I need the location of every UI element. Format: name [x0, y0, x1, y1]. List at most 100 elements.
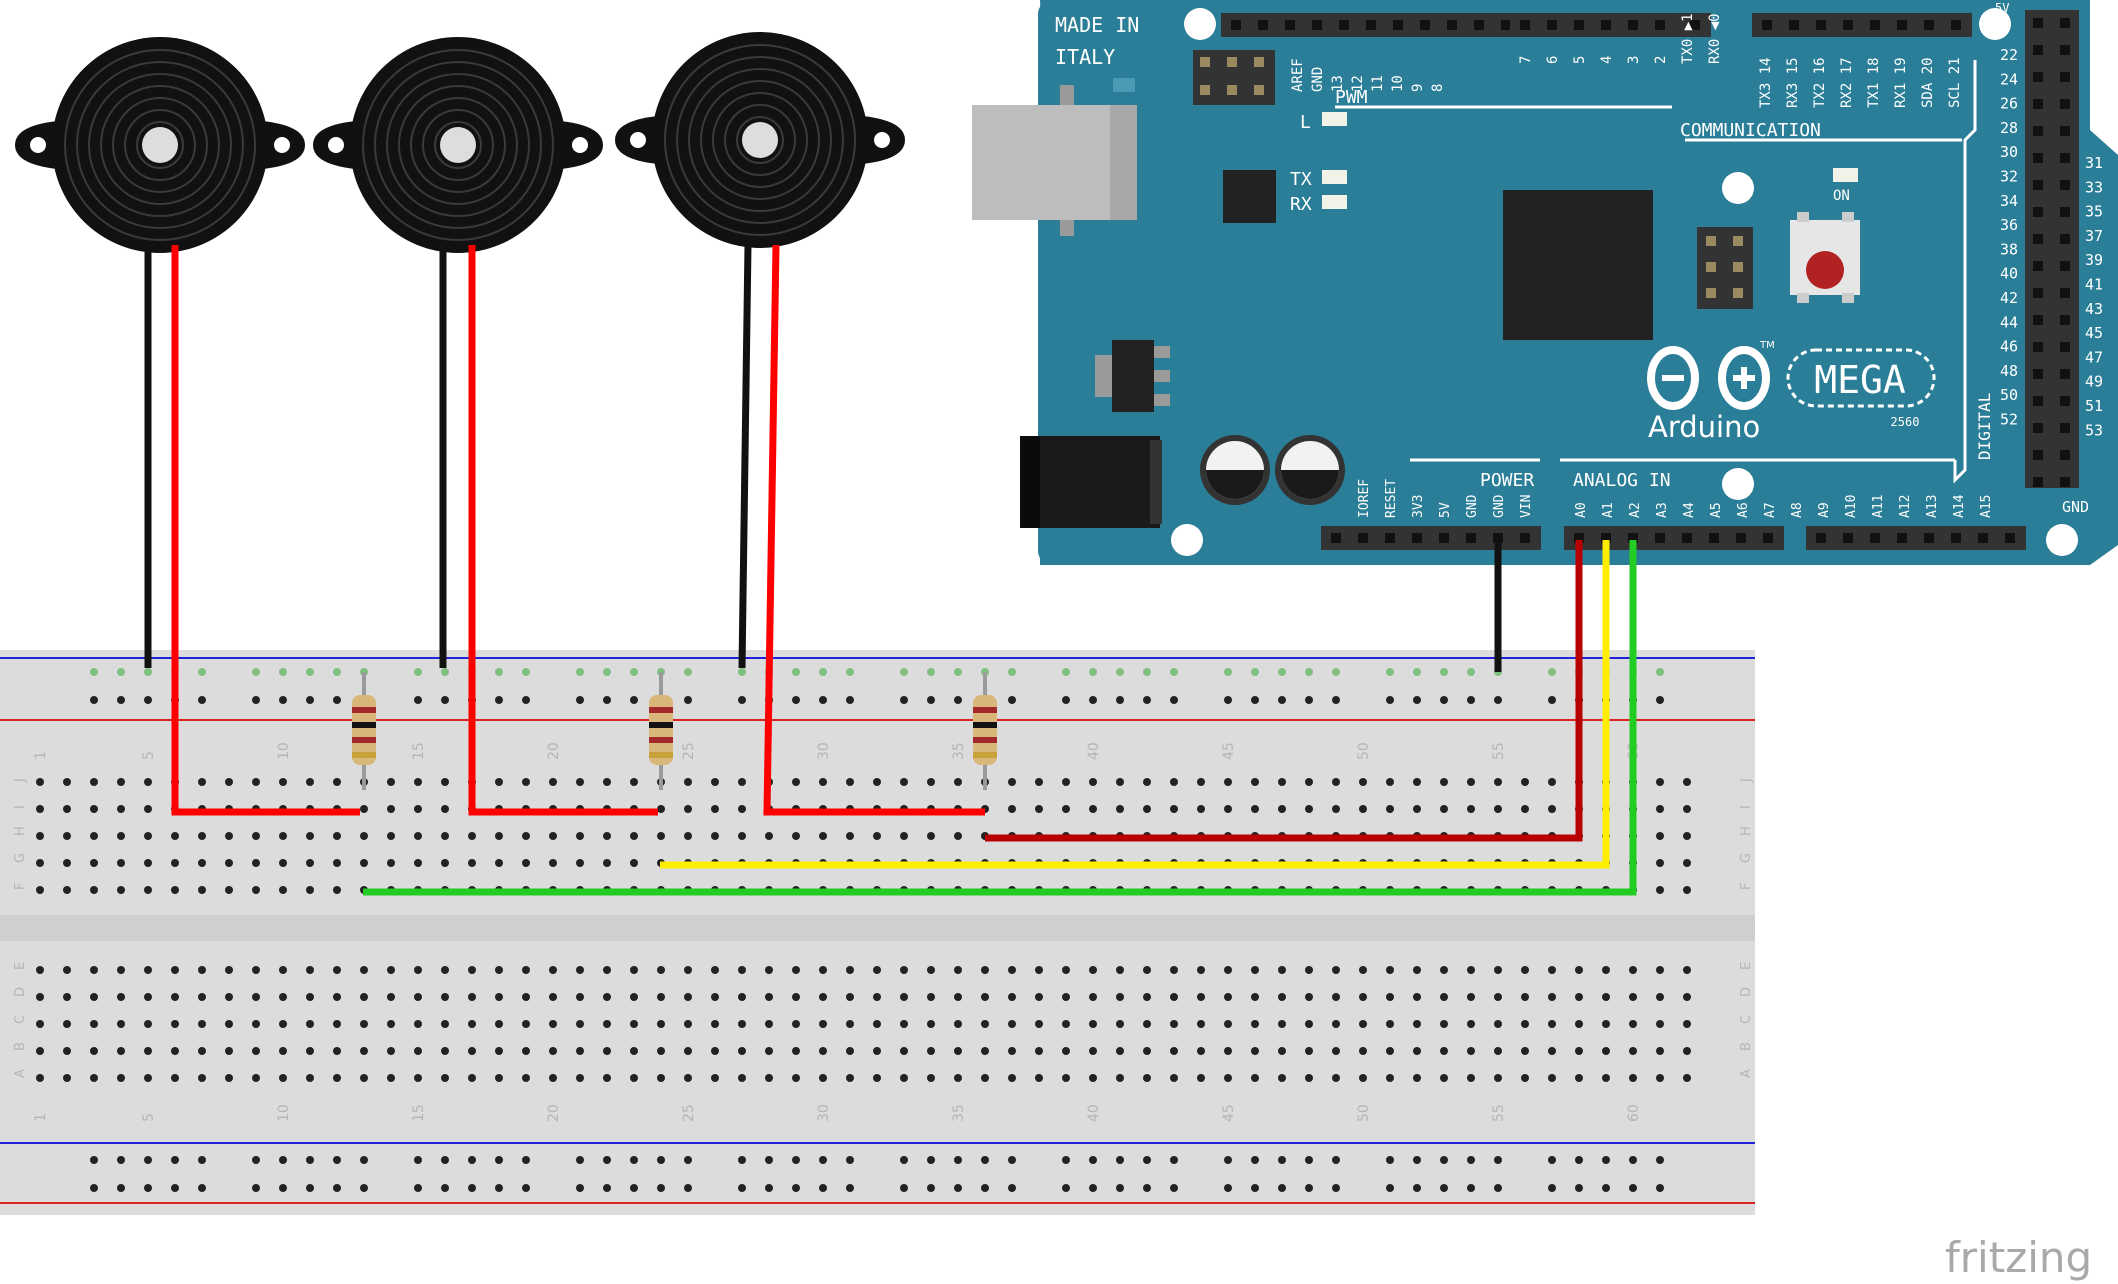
- led-on-label: ON: [1833, 188, 1850, 204]
- pin-label: A11: [1871, 495, 1886, 518]
- bb-hole: [1062, 778, 1070, 786]
- bb-hole: [63, 886, 71, 894]
- pin-label: A1: [1601, 502, 1616, 518]
- bb-rail-hole: [144, 1184, 152, 1192]
- bb-hole: [873, 778, 881, 786]
- bb-hole: [684, 832, 692, 840]
- header-pin: [1393, 20, 1403, 30]
- bb-rail-hole: [1278, 696, 1286, 704]
- bb-hole: [1440, 993, 1448, 1001]
- bb-hole: [468, 1047, 476, 1055]
- bb-hole: [90, 778, 98, 786]
- bb-hole: [63, 1047, 71, 1055]
- bb-hole: [333, 1074, 341, 1082]
- header-pin: [2060, 207, 2070, 217]
- bb-rail-hole: [1440, 1156, 1448, 1164]
- bb-rail-hole: [198, 1156, 206, 1164]
- bb-rail-hole: [1008, 668, 1016, 676]
- bb-hole: [1197, 1074, 1205, 1082]
- bb-hole: [711, 832, 719, 840]
- pin-label: 38: [2000, 240, 2018, 258]
- bb-hole: [1467, 1020, 1475, 1028]
- wire-buzzer1-red: [171, 245, 360, 816]
- bb-row-letter: D: [13, 987, 28, 997]
- bb-rail-hole: [1386, 1156, 1394, 1164]
- bb-hole: [657, 993, 665, 1001]
- header-pin: [2033, 153, 2043, 163]
- bb-hole: [414, 1047, 422, 1055]
- bb-hole: [900, 993, 908, 1001]
- bb-row-letter: A: [1739, 1069, 1754, 1078]
- bb-hole: [225, 966, 233, 974]
- bb-rail-hole: [252, 1156, 260, 1164]
- bb-hole: [333, 1020, 341, 1028]
- bb-hole: [1359, 966, 1367, 974]
- bb-hole: [981, 1020, 989, 1028]
- bb-rail-hole: [522, 1156, 530, 1164]
- bb-hole: [819, 993, 827, 1001]
- bb-hole: [1629, 1074, 1637, 1082]
- bb-hole: [63, 859, 71, 867]
- bb-hole: [1413, 993, 1421, 1001]
- bb-hole: [1278, 778, 1286, 786]
- bb-hole: [36, 778, 44, 786]
- pin-label: 24: [2000, 70, 2018, 88]
- led-on: [1833, 168, 1858, 182]
- wire-a2: [363, 540, 1637, 896]
- header-pin: [2033, 261, 2043, 271]
- bb-hole: [414, 859, 422, 867]
- bb-row-letter: H: [13, 826, 28, 836]
- bb-rail-hole: [117, 1184, 125, 1192]
- capacitor: [1200, 435, 1270, 505]
- bb-hole: [252, 1047, 260, 1055]
- bb-hole: [1197, 805, 1205, 813]
- bb-rail-hole: [441, 1156, 449, 1164]
- bb-hole: [765, 966, 773, 974]
- bb-hole: [441, 778, 449, 786]
- pin-label: 47: [2085, 348, 2103, 366]
- bb-hole: [1224, 778, 1232, 786]
- bb-hole: [873, 993, 881, 1001]
- bb-hole: [1278, 1074, 1286, 1082]
- header-pin: [1501, 20, 1511, 30]
- bb-hole: [846, 1047, 854, 1055]
- bb-hole: [1467, 1074, 1475, 1082]
- bb-hole: [846, 1020, 854, 1028]
- bb-rail-hole: [522, 1184, 530, 1192]
- bb-rail-hole: [1116, 1156, 1124, 1164]
- bb-hole: [1548, 778, 1556, 786]
- bb-hole: [1521, 1047, 1529, 1055]
- bb-rail-hole: [900, 696, 908, 704]
- bb-hole: [711, 993, 719, 1001]
- bb-hole: [468, 1074, 476, 1082]
- bb-hole: [1251, 1020, 1259, 1028]
- bb-hole: [792, 1020, 800, 1028]
- bb-hole: [630, 859, 638, 867]
- bb-rail-hole: [927, 1156, 935, 1164]
- bb-rail-hole: [1467, 1184, 1475, 1192]
- bb-hole: [1143, 805, 1151, 813]
- bb-rail-hole: [1494, 1156, 1502, 1164]
- bb-hole: [1062, 1047, 1070, 1055]
- pin-label: A12: [1898, 495, 1913, 518]
- pin-label: A8: [1790, 502, 1805, 518]
- header-pin: [2060, 450, 2070, 460]
- bb-col-number: 10: [276, 1104, 292, 1122]
- breadboard: 1155101015152020252530303535404045455050…: [0, 650, 1755, 1215]
- bb-rail-hole: [1278, 668, 1286, 676]
- bb-hole: [414, 966, 422, 974]
- header-pin: [1897, 533, 1907, 543]
- bb-hole: [738, 966, 746, 974]
- bb-hole: [603, 1020, 611, 1028]
- pin-label: A3: [1655, 502, 1670, 518]
- bb-hole: [495, 966, 503, 974]
- wire-buzzer3-black: [738, 244, 752, 669]
- bb-hole: [1008, 1020, 1016, 1028]
- bb-rail-hole: [252, 668, 260, 676]
- header-pin: [1628, 20, 1638, 30]
- bb-rail-hole: [1251, 1156, 1259, 1164]
- bb-row-letter: D: [1739, 987, 1754, 997]
- bb-hole: [684, 966, 692, 974]
- bb-row-letter: B: [13, 1042, 28, 1051]
- bb-rail-hole: [522, 668, 530, 676]
